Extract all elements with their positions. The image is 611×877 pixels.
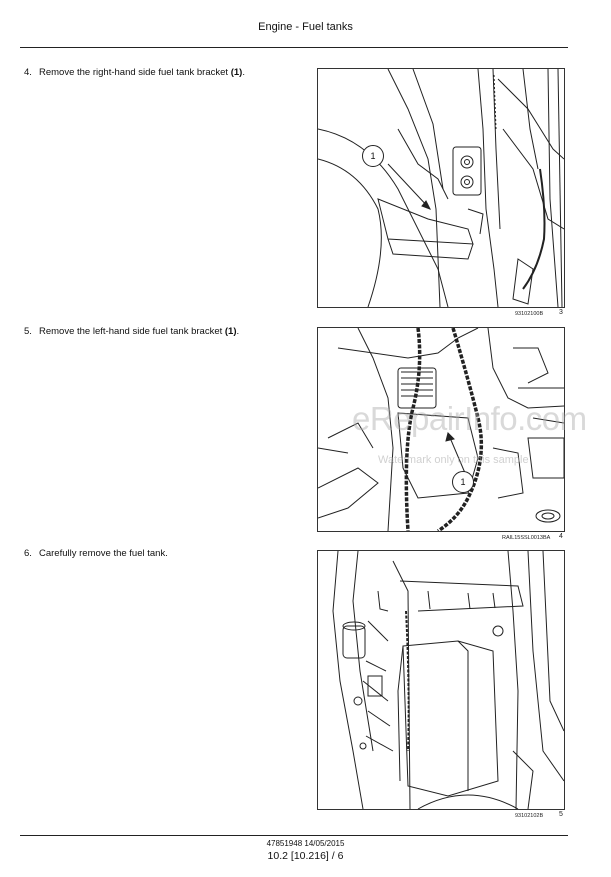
step-number: 4. xyxy=(24,67,32,78)
step-text: Remove the left-hand side fuel tank brac… xyxy=(39,326,225,337)
figure-number: 5 xyxy=(559,811,563,818)
step-5: 5. Remove the left-hand side fuel tank br… xyxy=(24,326,240,337)
step-4: 4. Remove the right-hand side fuel tank b… xyxy=(24,67,245,78)
figure-5-illustration xyxy=(317,550,565,810)
figure-4-illustration: 1 xyxy=(317,327,565,532)
figure-3-illustration: 1 xyxy=(317,68,565,308)
step-number: 5. xyxy=(24,326,32,337)
figure-code: RAIL15SSL0013BA xyxy=(502,535,551,541)
callout-1: 1 xyxy=(452,471,474,493)
watermark-text: eRepairInfo.com xyxy=(352,400,587,437)
figure-code: 93102102B xyxy=(515,813,544,819)
step-callout: (1) xyxy=(224,326,237,337)
step-text: Carefully remove the fuel tank. xyxy=(39,548,168,559)
step-6: 6. Carefully remove the fuel tank. xyxy=(24,548,168,559)
watermark-subtext: Watermark only on this sample xyxy=(378,454,529,466)
footer-document-code: 47851948 14/05/2015 xyxy=(266,839,345,848)
step-number: 6. xyxy=(24,548,32,559)
figure-number: 3 xyxy=(559,309,563,316)
figure-code: 93102100B xyxy=(515,311,544,317)
page-title: Engine - Fuel tanks xyxy=(258,21,353,33)
step-callout: (1) xyxy=(230,67,243,78)
figure-number: 4 xyxy=(559,533,563,540)
callout-1: 1 xyxy=(362,145,384,167)
footer-page-number: 10.2 [10.216] / 6 xyxy=(267,850,344,862)
footer-divider xyxy=(20,835,568,836)
header-divider xyxy=(20,47,568,48)
step-text: Remove the right-hand side fuel tank bra… xyxy=(39,67,231,78)
